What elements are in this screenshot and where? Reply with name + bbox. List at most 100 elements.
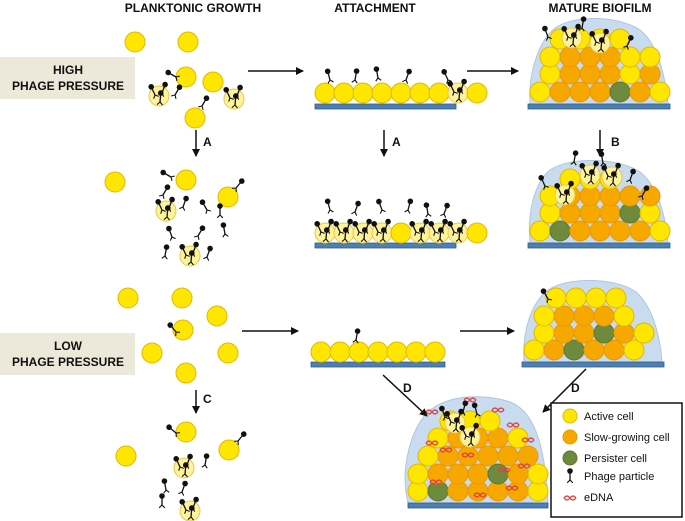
phage-particle: [402, 68, 412, 84]
active-cell: [217, 342, 239, 364]
active-cell: [390, 222, 412, 244]
phage-particle: [201, 453, 210, 469]
phage-particle: [441, 69, 452, 84]
phage-particle: [198, 95, 210, 110]
step-label-a-planktonic: A: [203, 135, 212, 149]
attachment-surface: [310, 361, 446, 368]
active-cell: [417, 445, 439, 467]
high-label-line1: HIGH: [53, 63, 83, 77]
edna-strand: [425, 409, 439, 415]
phage-particle: [187, 250, 195, 266]
attachment-surface: [407, 502, 549, 509]
active-cell: [218, 439, 240, 461]
active-cell: [177, 31, 199, 53]
phage-particle: [423, 202, 432, 218]
legend-edna-label: eDNA: [584, 492, 614, 504]
legend-phage-label: Phage particle: [584, 471, 654, 483]
edna-group: [425, 397, 535, 498]
active-cell: [175, 421, 197, 443]
active-cell: [390, 82, 412, 104]
phage-particle: [566, 468, 574, 484]
phage-particle: [444, 411, 455, 426]
active-cell: [649, 81, 671, 103]
active-cell: [427, 427, 449, 449]
step-label-a-attachment: A: [392, 135, 401, 149]
active-cell: [206, 305, 228, 327]
edna-strand: [506, 422, 520, 428]
slow-growing-cell: [569, 81, 591, 103]
phage-particle: [324, 68, 334, 84]
phage-particle: [459, 425, 470, 440]
phage-particle: [455, 227, 463, 243]
phage-particle: [161, 478, 170, 494]
active-cell: [172, 319, 194, 341]
slow-growing-cell: [609, 220, 631, 242]
phage-group: [148, 16, 650, 521]
slow-growing-cell: [629, 220, 651, 242]
phage-particle: [223, 87, 234, 102]
phage-particle: [220, 222, 229, 238]
slow-growing-cell: [589, 220, 611, 242]
arrows-group: [192, 67, 604, 417]
infected-cell: [601, 166, 623, 188]
persister-cell: [487, 463, 509, 485]
phage-particle: [428, 221, 439, 236]
infected-cell: [459, 426, 481, 448]
active-cell: [529, 220, 551, 242]
phage-particle: [447, 81, 458, 96]
edna-strand: [473, 492, 487, 498]
active-cell: [352, 82, 374, 104]
phage-particle: [538, 175, 549, 190]
active-cell: [605, 287, 627, 309]
attachment-surface: [527, 103, 671, 110]
infected-cell: [554, 184, 576, 206]
header-mature-biofilm: MATURE BIOFILM: [548, 1, 651, 15]
slow-growing-cell: [593, 305, 615, 327]
active-cell: [613, 305, 635, 327]
step-label-c: C: [203, 392, 212, 406]
legend: Active cell Slow-growing cell Persister …: [550, 402, 683, 518]
header-planktonic-growth: PLANKTONIC GROWTH: [125, 1, 261, 15]
phage-particle: [540, 288, 552, 303]
active-cell: [171, 287, 193, 309]
header-attachment: ATTACHMENT: [334, 1, 416, 15]
phage-particle: [158, 493, 166, 509]
active-cell: [202, 71, 224, 93]
phage-particle: [352, 328, 361, 344]
phage-particle: [371, 221, 382, 236]
label-low-phage-pressure: LOW PHAGE PRESSURE: [0, 333, 135, 375]
phage-particle: [562, 189, 570, 205]
phage-particle: [165, 69, 180, 81]
phage-particle: [471, 402, 481, 418]
active-cell: [115, 445, 137, 467]
phage-particle: [452, 417, 460, 433]
label-high-phage-pressure: HIGH PHAGE PRESSURE: [0, 57, 135, 99]
attachment-surface: [521, 361, 665, 368]
slow-growing-cell: [447, 463, 469, 485]
infected-cell: [579, 164, 601, 186]
phage-particle: [360, 227, 368, 243]
step-label-d-left: D: [403, 381, 412, 395]
slow-growing-cell: [457, 445, 479, 467]
slow-growing-cell: [589, 81, 611, 103]
active-cell: [386, 341, 408, 363]
active-cell: [141, 342, 163, 364]
phage-particle: [626, 168, 636, 184]
active-cell: [405, 341, 427, 363]
phage-particle: [597, 37, 605, 53]
slow-growing-cell: [573, 305, 595, 327]
phage-particle: [609, 171, 617, 187]
phage-particle: [187, 505, 195, 521]
edna-strand: [497, 467, 511, 473]
active-cell: [539, 46, 561, 68]
phage-particle: [333, 221, 344, 236]
phage-particle: [167, 322, 180, 336]
phage-particle: [232, 178, 245, 192]
phage-particle: [569, 32, 577, 48]
active-cell: [348, 341, 370, 363]
phage-particle: [351, 68, 360, 84]
active-cell: [117, 287, 139, 309]
infected-cell: [148, 85, 170, 107]
phage-particle: [436, 227, 444, 243]
phage-particle: [404, 198, 414, 214]
